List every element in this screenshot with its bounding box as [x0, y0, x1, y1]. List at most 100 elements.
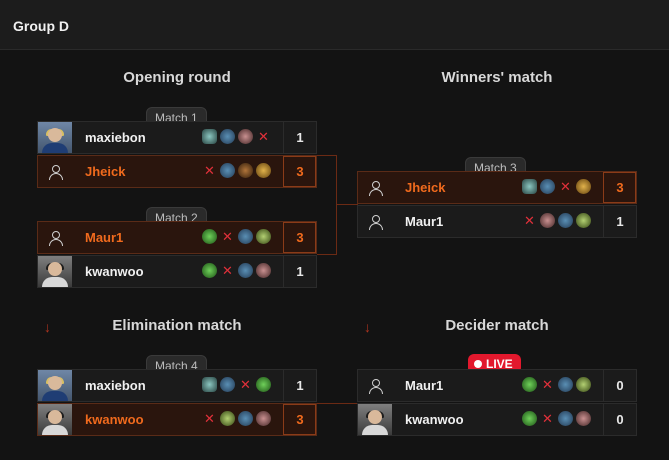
- x-icon: ✕: [542, 377, 553, 392]
- score: 1: [603, 206, 636, 237]
- x-icon: ✕: [560, 179, 571, 194]
- hero-icon: [540, 179, 555, 194]
- x-icon: ✕: [524, 213, 535, 228]
- x-icon: ✕: [240, 377, 251, 392]
- player-name: Maur1: [405, 378, 444, 393]
- group-title: Group D: [13, 18, 69, 34]
- bracket-row[interactable]: Maur1 ✕ 3: [37, 221, 317, 254]
- group-header: Group D: [0, 0, 669, 50]
- hero-icon: [238, 229, 253, 244]
- hero-icon: [238, 163, 253, 178]
- hero-icon: [558, 411, 573, 426]
- x-icon: ✕: [204, 163, 215, 178]
- hero-icon: [238, 129, 253, 144]
- player-name: kwanwoo: [405, 412, 464, 427]
- avatar: [38, 122, 72, 153]
- bracket-row[interactable]: Maur1 ✕ 0: [357, 369, 637, 402]
- bracket-connector: [317, 403, 358, 404]
- hero-icon: [256, 229, 271, 244]
- bracket-connector: [337, 204, 358, 205]
- hero-icon: [256, 411, 271, 426]
- bracket-row[interactable]: maxiebon ✕ 1: [37, 369, 317, 402]
- hero-icon: [576, 377, 591, 392]
- score: 3: [603, 172, 636, 203]
- hero-icon: [202, 263, 217, 278]
- x-icon: ✕: [222, 229, 233, 244]
- bracket-row[interactable]: kwanwoo ✕ 1: [37, 255, 317, 288]
- player-name: Jheick: [85, 164, 126, 179]
- avatar: [38, 222, 72, 253]
- live-dot-icon: [474, 360, 482, 368]
- round-title-opening: Opening round: [123, 69, 231, 86]
- score: 1: [283, 370, 316, 401]
- user-icon: [368, 214, 383, 230]
- avatar: [38, 370, 72, 401]
- avatar: [38, 404, 72, 435]
- avatar: [38, 156, 72, 187]
- player-name: kwanwoo: [85, 412, 144, 427]
- bracket-row[interactable]: Jheick ✕ 3: [37, 155, 317, 188]
- bracket-row[interactable]: Jheick ✕ 3: [357, 171, 637, 204]
- bracket-connector: [317, 155, 337, 255]
- x-icon: ✕: [222, 263, 233, 278]
- player-name: Jheick: [405, 180, 446, 195]
- hero-icon: [522, 411, 537, 426]
- hero-icon: [522, 377, 537, 392]
- x-icon: ✕: [258, 129, 269, 144]
- hero-icon: [256, 377, 271, 392]
- hero-icons: ✕: [522, 377, 591, 392]
- x-icon: ✕: [204, 411, 215, 426]
- avatar: [358, 404, 392, 435]
- avatar: [358, 206, 392, 237]
- hero-icons: ✕: [522, 213, 591, 228]
- player-name: Maur1: [405, 214, 444, 229]
- hero-icons: ✕: [522, 179, 591, 194]
- round-title-decider: Decider match: [445, 317, 549, 334]
- bracket-row[interactable]: kwanwoo ✕ 0: [357, 403, 637, 436]
- hero-icon: [576, 213, 591, 228]
- hero-icon: [558, 213, 573, 228]
- hero-icon: [202, 229, 217, 244]
- hero-icon: [220, 411, 235, 426]
- hero-icon: [238, 411, 253, 426]
- hero-icon: [202, 129, 217, 144]
- hero-icon: [256, 163, 271, 178]
- hero-icon: [220, 377, 235, 392]
- bracket-row[interactable]: Maur1 ✕ 1: [357, 205, 637, 238]
- down-arrow-icon: ↓: [44, 319, 51, 335]
- player-name: maxiebon: [85, 130, 146, 145]
- hero-icon: [522, 179, 537, 194]
- hero-icons: ✕: [202, 263, 271, 278]
- avatar: [358, 370, 392, 401]
- hero-icon: [202, 377, 217, 392]
- hero-icon: [256, 263, 271, 278]
- bracket-row[interactable]: kwanwoo ✕ 3: [37, 403, 317, 436]
- user-icon: [368, 180, 383, 196]
- score: 0: [603, 404, 636, 435]
- hero-icons: ✕: [202, 411, 271, 426]
- hero-icon: [558, 377, 573, 392]
- player-name: kwanwoo: [85, 264, 144, 279]
- hero-icon: [220, 163, 235, 178]
- user-icon: [48, 164, 63, 180]
- score: 3: [283, 156, 316, 187]
- round-title-elimination: Elimination match: [112, 317, 242, 334]
- hero-icons: ✕: [202, 377, 271, 392]
- score: 3: [283, 404, 316, 435]
- player-name: Maur1: [85, 230, 124, 245]
- hero-icon: [576, 411, 591, 426]
- live-label: LIVE: [486, 357, 513, 371]
- player-name: maxiebon: [85, 378, 146, 393]
- down-arrow-icon: ↓: [364, 319, 371, 335]
- user-icon: [48, 230, 63, 246]
- hero-icons: ✕: [522, 411, 591, 426]
- hero-icons: ✕: [202, 229, 271, 244]
- hero-icon: [238, 263, 253, 278]
- avatar: [38, 256, 72, 287]
- hero-icon: [540, 213, 555, 228]
- score: 1: [283, 122, 316, 153]
- bracket-row[interactable]: maxiebon ✕ 1: [37, 121, 317, 154]
- hero-icons: ✕: [202, 163, 271, 178]
- hero-icon: [576, 179, 591, 194]
- x-icon: ✕: [542, 411, 553, 426]
